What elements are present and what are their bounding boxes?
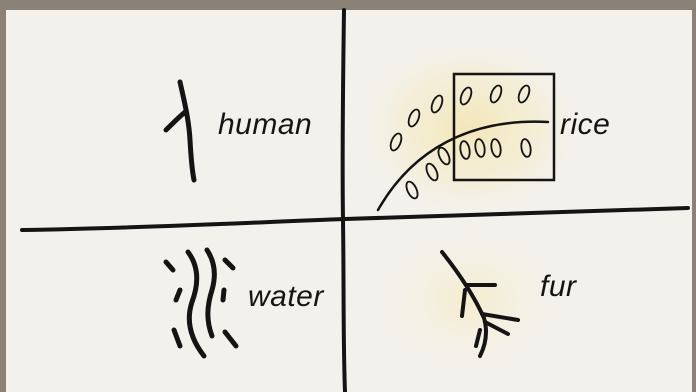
paper-sheet (6, 10, 692, 392)
label-rice: rice (560, 110, 610, 140)
vertical-divider (343, 10, 345, 392)
label-human: human (218, 110, 312, 140)
label-fur: fur (540, 272, 577, 302)
label-water: water (248, 282, 324, 312)
